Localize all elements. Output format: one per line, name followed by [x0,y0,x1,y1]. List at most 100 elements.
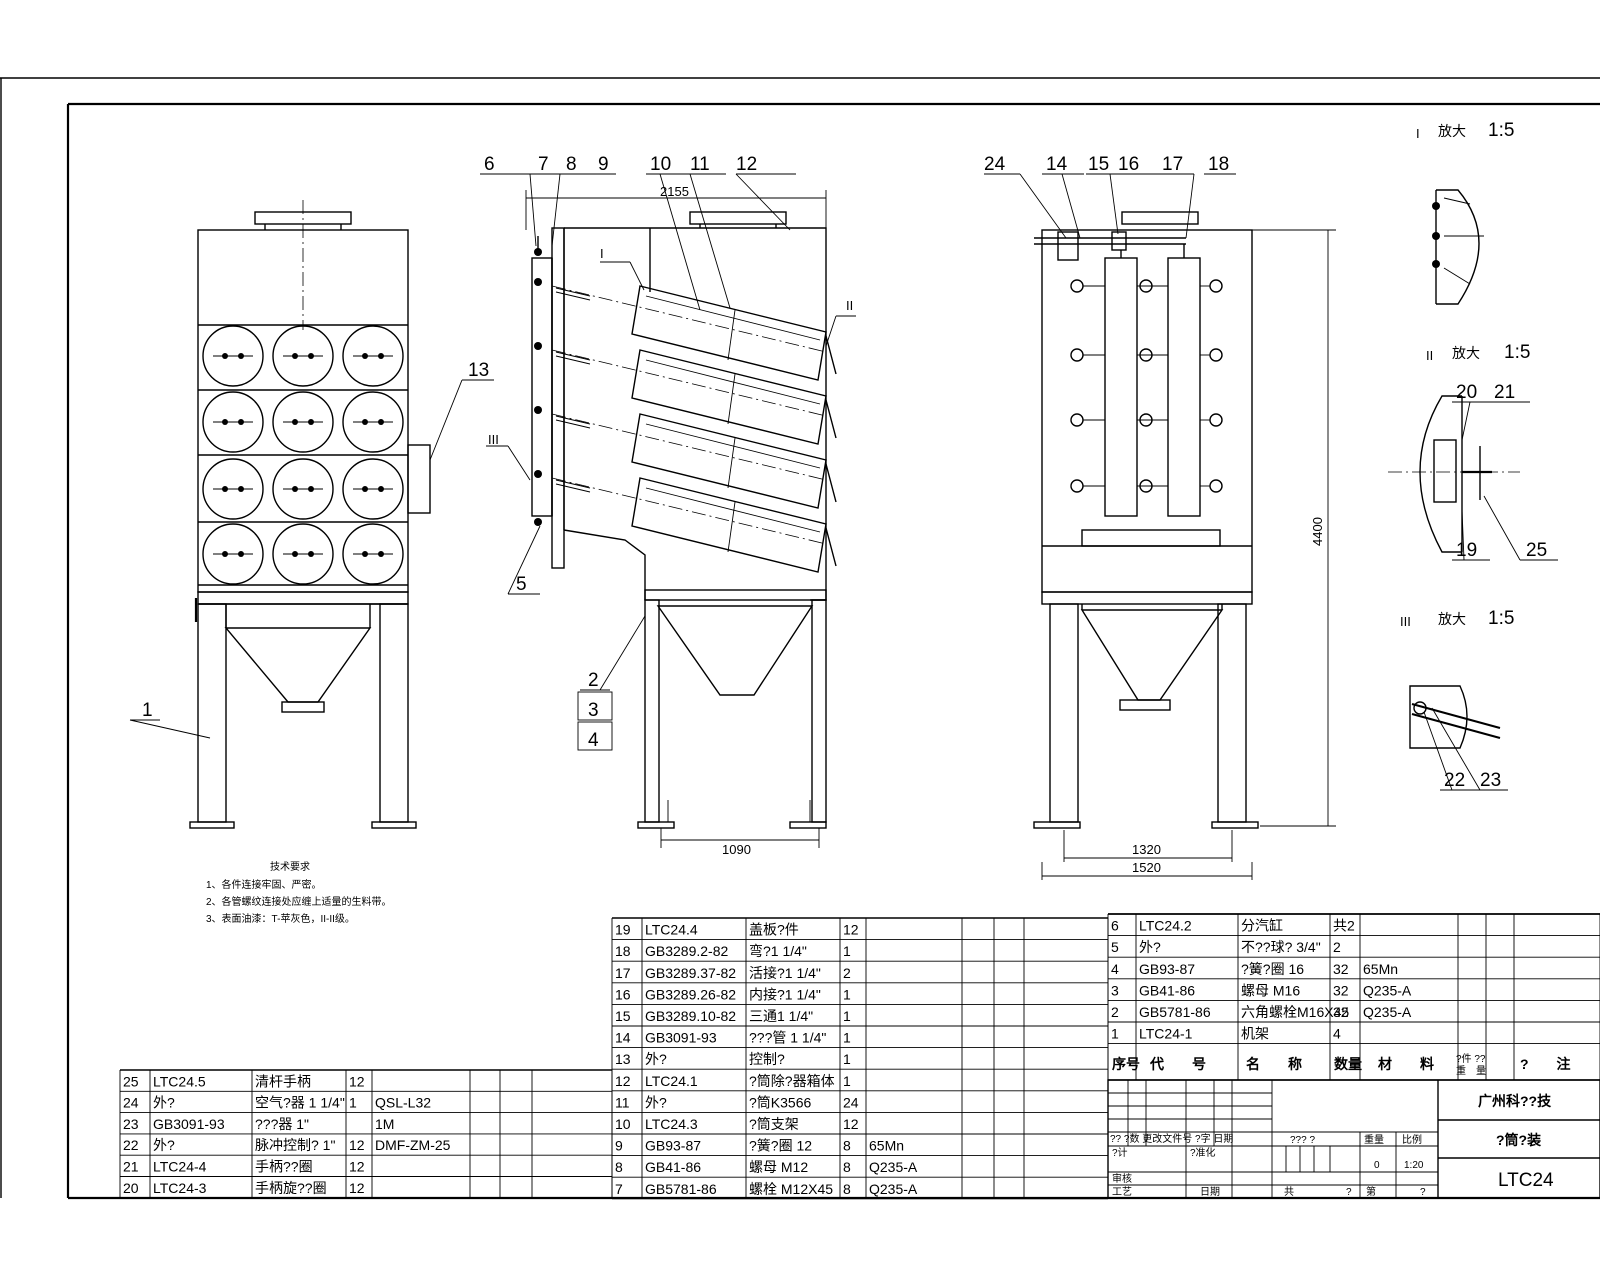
tb-design: ?计 [1112,1146,1128,1159]
bom-cell: ?筒K3566 [749,1094,811,1110]
bom-cell: 外? [1139,939,1161,955]
bom-header-name: 名 称 [1246,1056,1302,1072]
bom-cell: GB5781-86 [645,1181,717,1197]
balloon-20: 20 [1456,382,1477,403]
bom-cell: Q235-A [869,1159,918,1175]
bom-cell: 螺栓 M12X45 [749,1181,833,1197]
bom-cell: GB3091-93 [645,1030,717,1046]
inclined-cartridges [631,285,827,573]
balloon-15: 15 [1088,154,1109,175]
bom-cell: 8 [843,1159,851,1175]
bom-cell: 外? [153,1095,175,1111]
front-view [189,200,431,829]
bom-cell: 12 [615,1073,631,1089]
notes-line-3: 3、表面油漆：T-苹灰色，II-II级。 [206,912,355,925]
bom-cell: 分汽缸 [1241,918,1283,934]
bom-cell: 脉冲控制? 1" [255,1137,335,1153]
bom-cell: 2 [843,965,851,981]
bom-cell: ???器 1" [255,1116,309,1132]
bom-cell: 12 [349,1159,365,1175]
balloon-13: 13 [468,360,489,381]
bom-cell: 外? [645,1094,667,1110]
bom-cell: 控制? [749,1051,785,1067]
bom-cell: 25 [123,1073,139,1089]
detail2-num: II [1426,348,1433,363]
bom-cell: LTC24.2 [1139,918,1192,934]
tb-weight-label: 重量 [1364,1133,1384,1146]
bom-cell: 内接?1 1/4" [749,986,821,1002]
title-block: ?? ?数 更改文件号 ?字 日期 ?计 ?准化 ??? ? 重量 比例 0 1… [1107,1079,1600,1199]
bom-cell: 20 [123,1180,139,1196]
pulse-valves [1070,279,1223,493]
technical-notes: 技术要求 1、各件连接牢固、严密。 2、各管螺纹连接处应缠上适量的生料带。 3、… [206,860,392,925]
bom-cell: 13 [615,1051,631,1067]
side-view: 2155 1090 [525,184,837,857]
bom-cell: 11 [615,1094,630,1110]
tb-weight-value: 0 [1374,1160,1380,1171]
bom-cell: 21 [123,1159,139,1175]
tb-sheet-unit: ? [1420,1187,1426,1198]
bom-cell: ?筒支架 [749,1116,799,1132]
bom-cell: GB3289.10-82 [645,1008,736,1024]
bom-cell: LTC24-1 [1139,1026,1193,1042]
bom-cell: LTC24-3 [153,1180,207,1196]
bom-cell: GB3289.2-82 [645,943,728,959]
notes-line-2: 2、各管螺纹连接处应缠上适量的生料带。 [206,895,392,908]
bom-cell: 12 [349,1137,365,1153]
bom-cell: 空气?器 1 1/4" [255,1095,345,1111]
bom-header-weight-unit: 重 量 [1456,1064,1486,1077]
bom-cell: 共2 [1333,918,1355,934]
bom-cell: Q235-A [869,1181,918,1197]
bom-cell: 六角螺栓M16X45 [1241,1004,1349,1020]
dim-top-width: 2155 [660,184,689,199]
tb-drawing-title: ?筒?装 [1496,1132,1542,1148]
bom-cell: 3 [1111,982,1119,998]
bom-cell: 5 [1111,939,1119,955]
bom-cell: 32 [1333,982,1349,998]
detail2-label: 放大 [1452,345,1480,361]
bom-grids [119,913,1600,1200]
bom-cell: 三通1 1/4" [749,1008,813,1024]
notes-line-1: 1、各件连接牢固、严密。 [206,878,322,891]
bom-cell: QSL-L32 [375,1095,431,1111]
bom-cell: 弯?1 1/4" [749,943,807,959]
tb-company: 广州科??技 [1478,1093,1552,1109]
bom-cell: 12 [843,922,859,938]
bom-cell: 8 [843,1181,851,1197]
bom-cell: DMF-ZM-25 [375,1137,451,1153]
bom-cell: GB3289.26-82 [645,986,736,1002]
balloon-25: 25 [1526,540,1547,561]
rear-view: 1320 1520 4400 [1033,211,1336,880]
bom-cell: 10 [615,1116,631,1132]
bom-cell: 65Mn [869,1138,904,1154]
bom-cell: 7 [615,1181,623,1197]
dim-height: 4400 [1310,517,1325,546]
detail1-label: 放大 [1438,123,1466,139]
bom-cell: ?簧?圈 12 [749,1138,812,1154]
bom-cell: 18 [615,943,631,959]
bom-cell: ?簧?圈 16 [1241,961,1304,977]
balloon-7: 7 [538,154,549,175]
bom-cell: LTC24.3 [645,1116,698,1132]
bom-cell: 清杆手柄 [255,1073,311,1089]
tb-scale-label: 比例 [1402,1133,1422,1146]
bom-cell: 32 [1333,1004,1349,1020]
bom-cell: 2 [1111,1004,1119,1020]
bom-header-weight: ?件 ?? [1456,1053,1486,1065]
balloon-12: 12 [736,154,757,175]
bom-cell: 19 [615,922,631,938]
bom-cell: 1 [843,986,851,1002]
